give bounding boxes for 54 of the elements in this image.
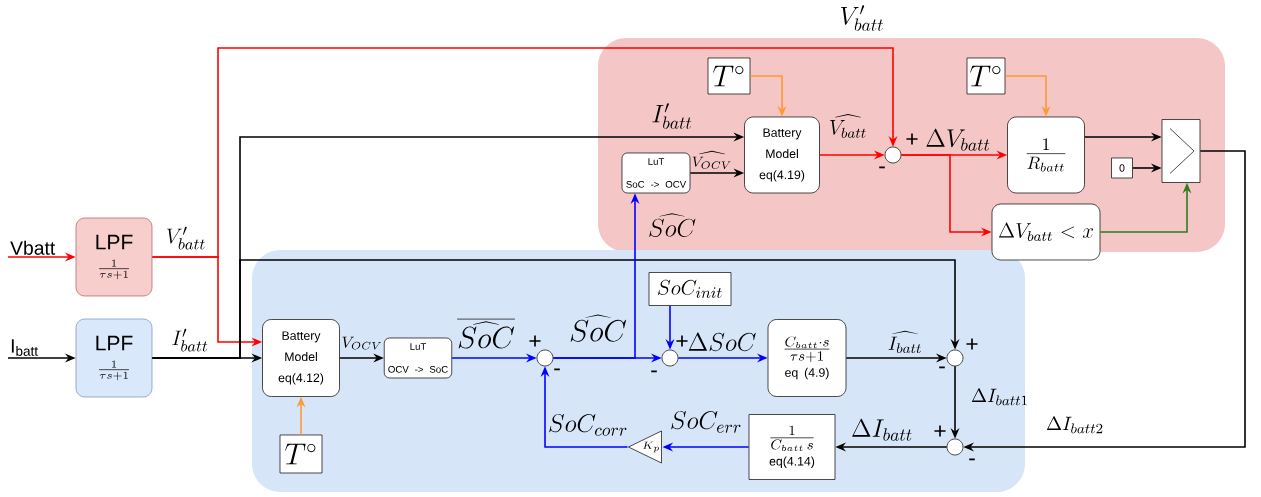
edge-label: $\widehat{V_{OCV}}$ [692, 150, 731, 169]
edge-label: $\widehat{SoC}$ [570, 314, 627, 342]
gain-triangle: $K_p$ [628, 430, 662, 464]
arrow [151, 47, 898, 258]
edge-label: $\overline{\widehat{SoC}}$ [457, 319, 515, 349]
temperature-box: $T^{\circ}$ [707, 57, 751, 95]
edge-label: $V_{OCV}$ [342, 336, 381, 350]
summing-junction [661, 349, 679, 367]
edge-label: $\Delta SoC$ [688, 332, 756, 352]
temperature-box: $T^{\circ}$ [966, 57, 1006, 95]
initial-value-box: $SoC_{init}$ [648, 272, 732, 306]
edge-label: $I'_{batt}$ [652, 103, 692, 129]
sign-label: - [554, 368, 560, 371]
edge-label: $\Delta I_{batt1}$ [971, 388, 1027, 406]
sign-label: + [676, 335, 688, 347]
edge-label: $\Delta I_{batt}$ [852, 418, 912, 441]
transfer-function-block: $\frac{1}{C_{batt}\, s}$ eq(4.14) [748, 414, 836, 480]
edge-label: $V'_{batt}$ [167, 226, 205, 250]
sign-label: - [879, 166, 885, 169]
summing-junction [946, 438, 964, 456]
edge-label: $\widehat{V_{batt}}$ [830, 114, 866, 138]
edge-label: $\Delta V_{batt}$ [926, 128, 990, 151]
edge-label: $V'_{batt}$ [840, 5, 883, 31]
sign-label: - [651, 370, 657, 373]
temperature-box: $T^{\circ}$ [279, 434, 323, 474]
model-block: Battery Model eq(4.19) [744, 116, 820, 194]
sign-label: - [969, 458, 975, 461]
edge-label: $I'_{batt}$ [172, 328, 208, 352]
sign-label: + [966, 338, 978, 350]
input-label: Vbatt [10, 240, 56, 255]
summing-junction [884, 146, 902, 164]
summing-junction [946, 349, 964, 367]
sign-label: + [906, 133, 918, 145]
lookup-table-block: LuT OCV -> SoC [383, 337, 453, 379]
edge-label: $\widehat{I_{batt}}$ [888, 330, 921, 354]
model-block: Battery Model eq(4.12) [262, 319, 340, 397]
filter-block: LPF $\frac{1}{\tau s+1}$ [75, 217, 153, 297]
edge-label: $\Delta I_{batt2}$ [1046, 416, 1103, 434]
lookup-table-block: LuT SoC -> OCV [621, 152, 691, 194]
edge-label: $\widehat{SoC}$ [649, 213, 696, 237]
constant-box: 0 [1111, 157, 1133, 179]
sign-label: - [939, 366, 945, 369]
filter-block: LPF $\frac{1}{\tau s+1}$ [75, 318, 153, 398]
edge-label: $SoC_{corr}$ [549, 413, 627, 436]
summing-junction [536, 349, 554, 367]
sign-label: + [934, 425, 946, 437]
input-label: I$_{batt}$ [11, 339, 38, 356]
arrow [151, 259, 960, 359]
transfer-function-block: $\frac{C_{batt}\cdot s}{\tau s+1}$ eq (4.9) [767, 319, 847, 397]
transfer-function-block: $\frac{1}{R_{batt}}$ [1007, 116, 1085, 194]
sign-label: + [529, 335, 541, 347]
comparator-block: $\Delta V_{batt} < x$ [991, 203, 1101, 261]
switch-block [1161, 119, 1201, 183]
edge-label: $SoC_{err}$ [671, 410, 741, 433]
